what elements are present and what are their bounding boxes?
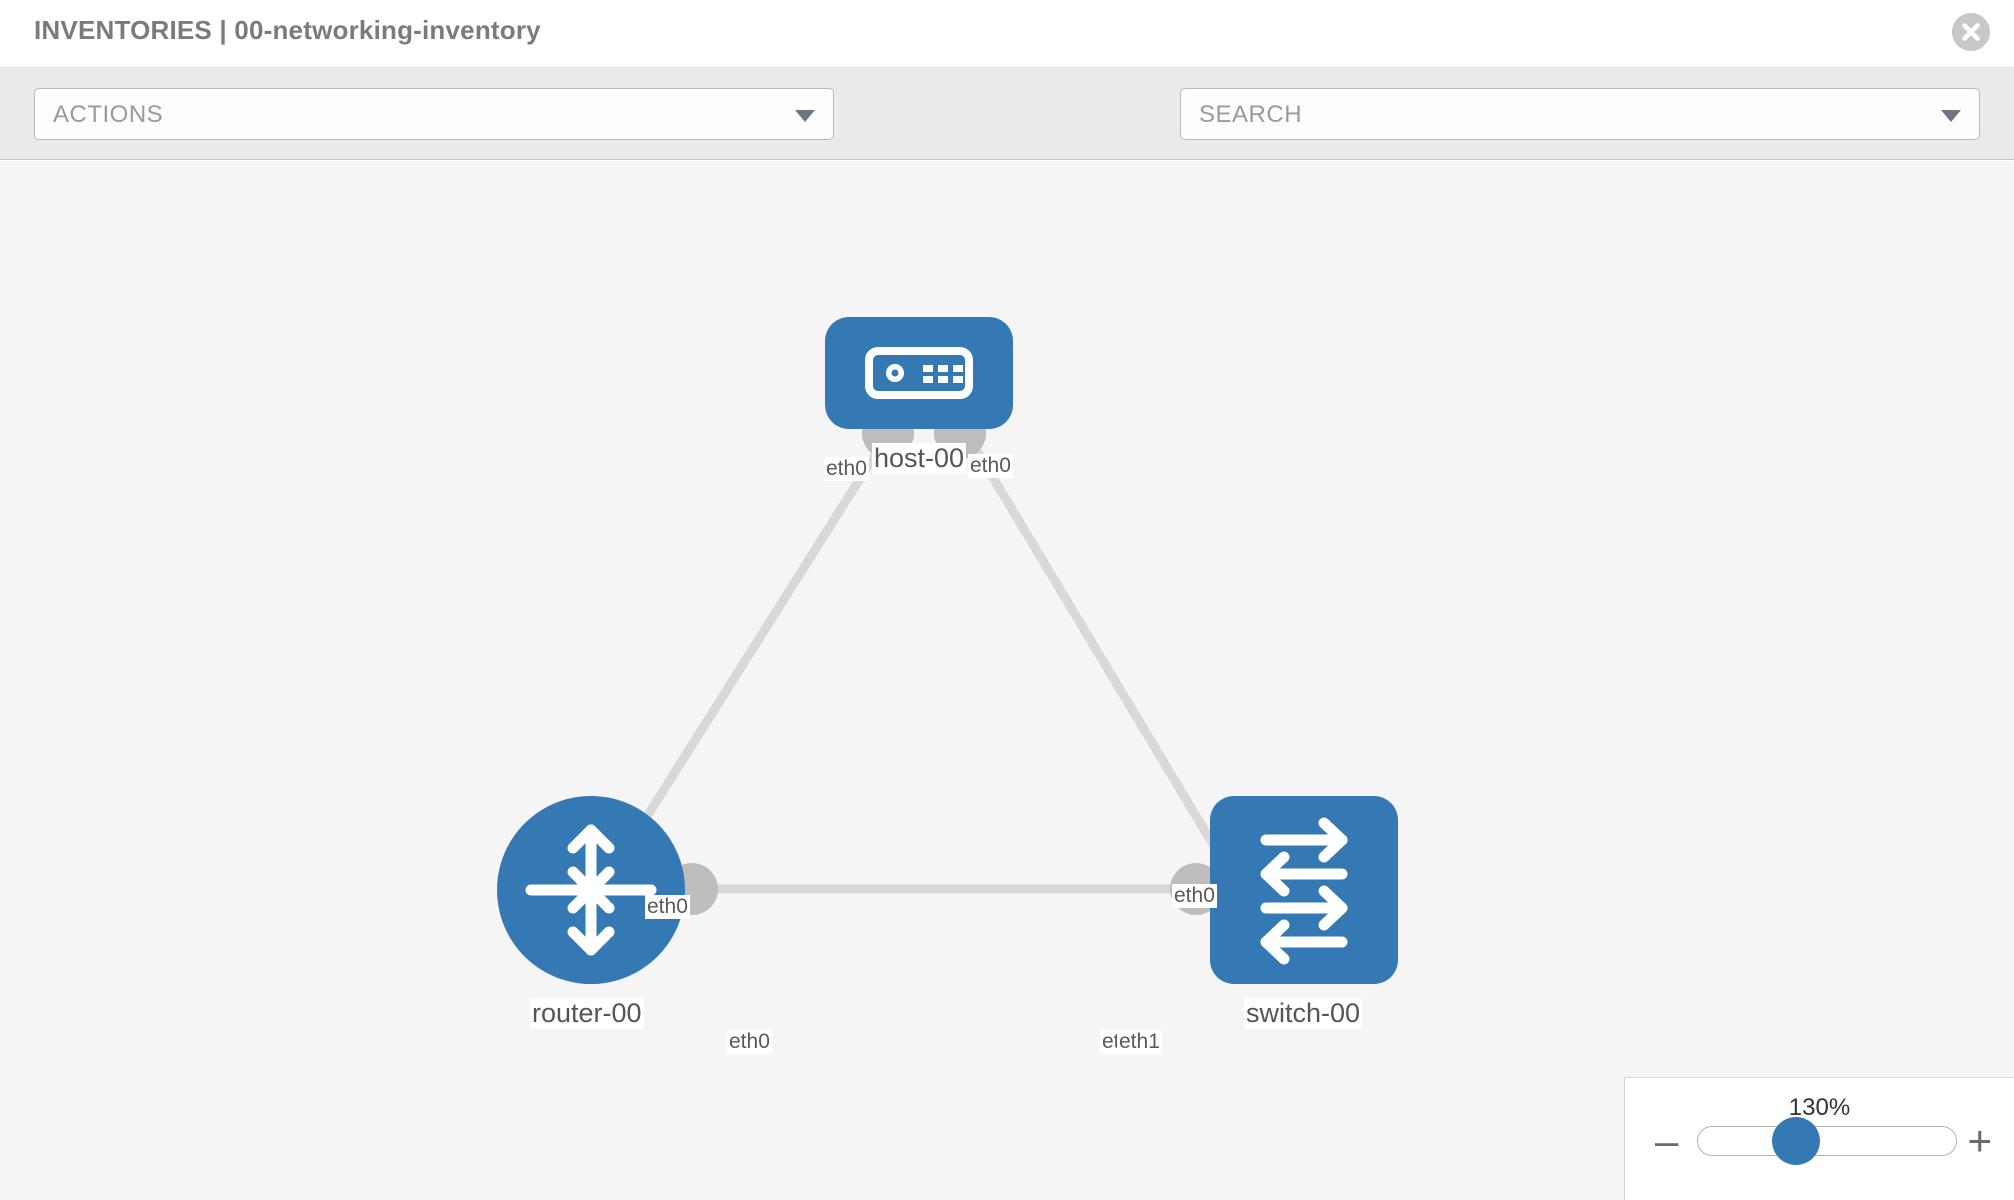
node-router-00[interactable]	[497, 796, 685, 984]
zoom-control: 130% – +	[1624, 1077, 2014, 1200]
page-title: INVENTORIES | 00-networking-inventory	[34, 15, 541, 45]
actions-dropdown[interactable]: ACTIONS	[34, 88, 834, 140]
topology-links	[596, 428, 1239, 894]
topology-canvas[interactable]: host-00 eth0 eth0 router-00 eth0 eth0	[0, 161, 2014, 1200]
zoom-out-button[interactable]: –	[1655, 1117, 1679, 1164]
search-placeholder: SEARCH	[1199, 101, 1303, 128]
node-host-00[interactable]	[825, 317, 1013, 429]
node-label-router-00: router-00	[530, 998, 644, 1029]
node-switch-00[interactable]	[1210, 796, 1398, 984]
toolbar: ACTIONS SEARCH	[0, 68, 2014, 199]
edge-label-host-left: eth0	[824, 457, 869, 481]
actions-dropdown-label: ACTIONS	[53, 101, 164, 128]
zoom-in-button[interactable]: +	[1967, 1117, 1992, 1164]
edge-label-switch-up: eth0	[1172, 884, 1217, 908]
zoom-slider-track[interactable]	[1697, 1126, 1957, 1156]
router-arrows-icon	[525, 824, 657, 956]
edge-label-switch-left: eth1	[1117, 1030, 1162, 1054]
edge-label-router-up: eth0	[645, 895, 690, 919]
close-button[interactable]	[1952, 13, 1990, 51]
search-field[interactable]: SEARCH	[1180, 88, 1980, 140]
node-label-host-00: host-00	[872, 443, 967, 474]
close-icon	[1952, 13, 1990, 51]
chevron-down-icon	[795, 110, 815, 122]
edge-label-host-right: eth0	[968, 454, 1013, 478]
edge-label-router-right: eth0	[727, 1030, 772, 1054]
chevron-down-icon[interactable]	[1941, 110, 1961, 122]
zoom-slider-thumb[interactable]	[1772, 1117, 1820, 1165]
switch-arrows-icon	[1260, 817, 1348, 965]
zoom-level-value: 130%	[1788, 1094, 1851, 1121]
link-host-router[interactable]	[596, 428, 894, 894]
server-icon	[865, 347, 973, 399]
link-host-switch[interactable]	[961, 428, 1239, 884]
page-header: INVENTORIES | 00-networking-inventory	[0, 0, 2014, 68]
node-label-switch-00: switch-00	[1244, 998, 1363, 1029]
